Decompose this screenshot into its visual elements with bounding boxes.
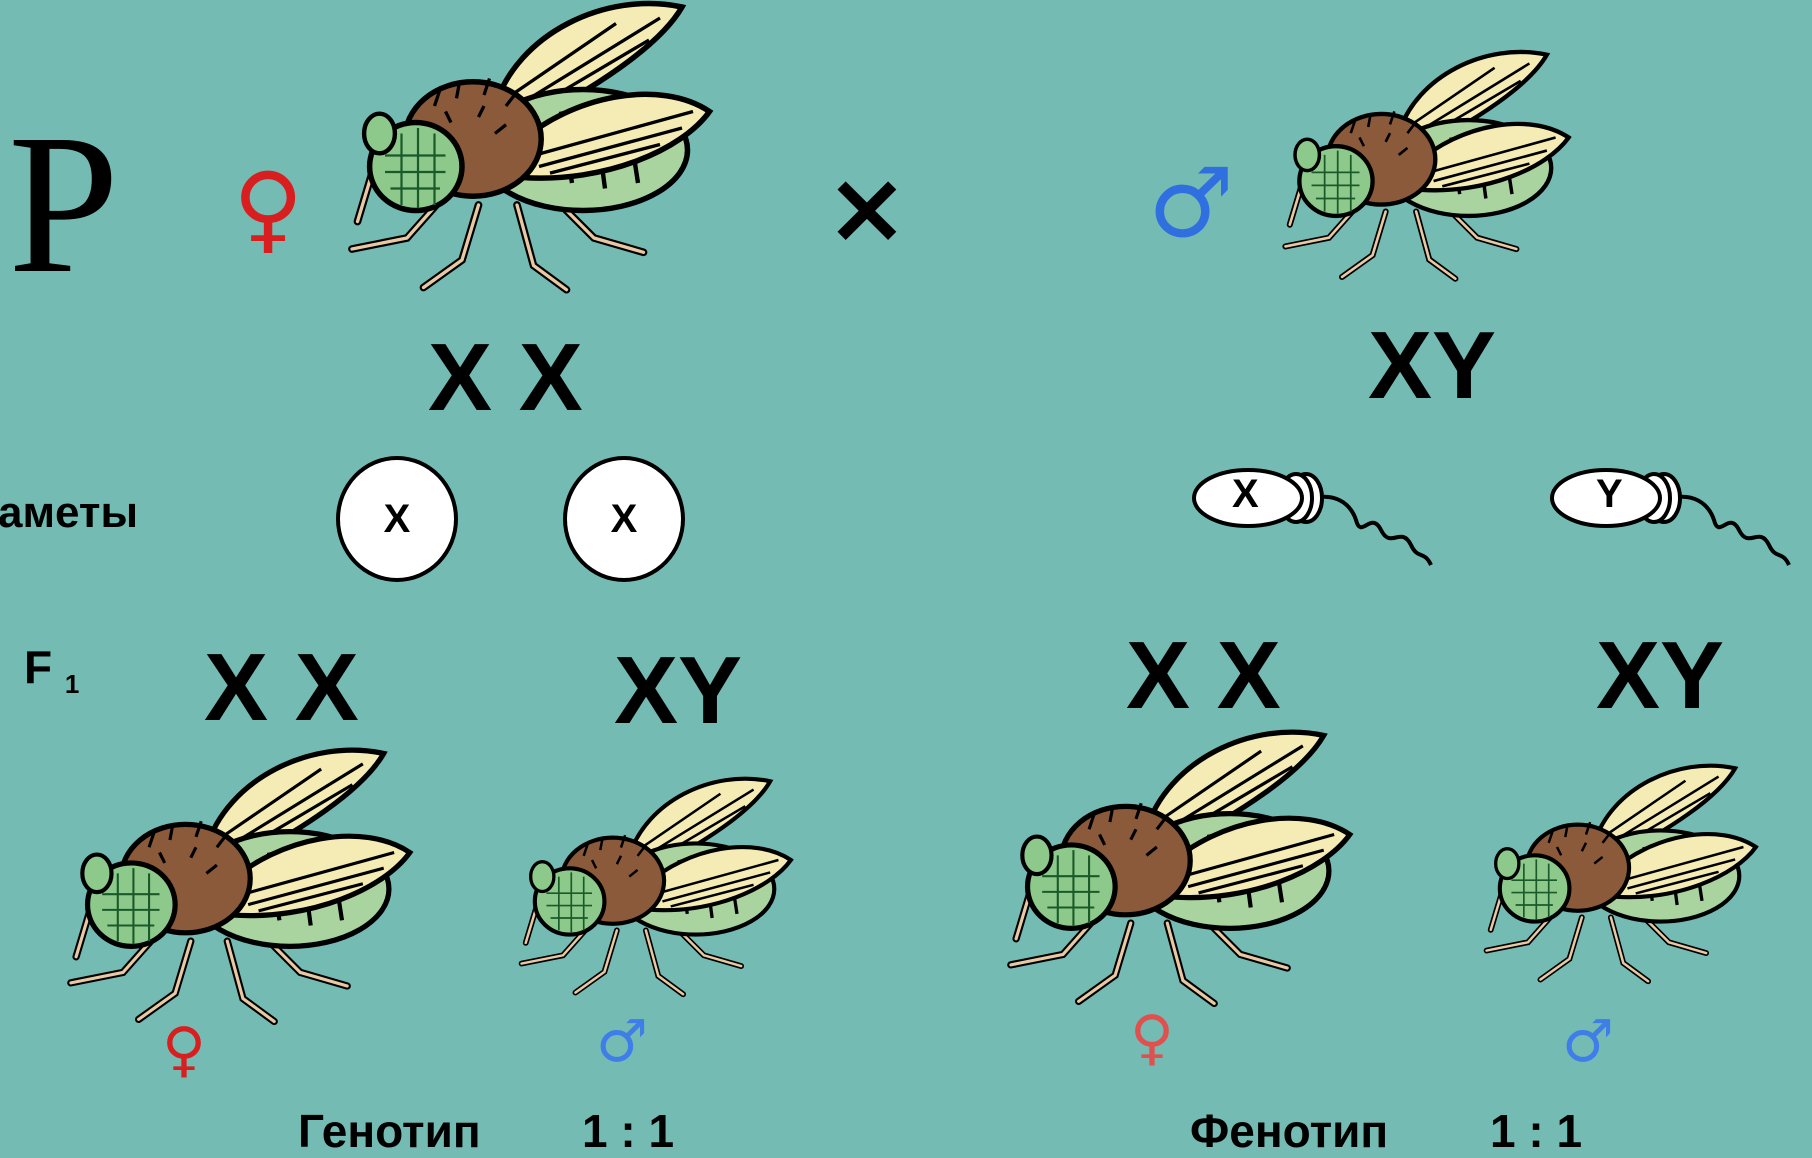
female-symbol-icon: ♀ [233, 160, 303, 256]
f1-label-sub: 1 [65, 669, 79, 699]
phenotype-label: Фенотип [1190, 1104, 1388, 1158]
f1-female-symbol-icon-1: ♀ [162, 1020, 206, 1080]
f1-right-female-genotype: X X [1126, 628, 1281, 724]
sperm-cell-x-label: X [1232, 472, 1259, 517]
f1-male-symbol-icon-1: ♂ [596, 1012, 648, 1070]
sperm-cell-y-label: Y [1596, 472, 1623, 517]
sperm-cell-y-icon [1554, 460, 1794, 570]
f1-generation-label: F 1 [24, 640, 79, 700]
f1-right-male-fly-icon [1470, 762, 1760, 990]
egg-cell-2-label: X [611, 497, 638, 542]
genotype-ratio: 1 : 1 [582, 1104, 674, 1158]
egg-cell-2: X [563, 456, 685, 582]
f1-left-female-fly-icon [50, 748, 415, 1030]
f1-male-symbol-icon-2: ♂ [1562, 1012, 1614, 1070]
f1-right-male-genotype: XY [1596, 628, 1724, 724]
f1-female-symbol-icon-2: ♀ [1130, 1008, 1174, 1068]
f1-label-main: F [24, 641, 52, 693]
parent-male-fly-icon [1268, 48, 1573, 288]
egg-cell-1: X [336, 456, 458, 582]
egg-cell-1-label: X [384, 497, 411, 542]
parent-female-genotype: X X [428, 330, 583, 426]
parent-generation-label: P [8, 105, 119, 305]
gametes-label: аметы [0, 488, 138, 538]
f1-right-female-fly-icon [990, 730, 1355, 1012]
parent-male-genotype: XY [1368, 318, 1496, 414]
cross-symbol: × [825, 158, 909, 258]
phenotype-ratio: 1 : 1 [1490, 1104, 1582, 1158]
male-symbol-icon: ♂ [1148, 155, 1234, 251]
f1-left-female-genotype: X X [204, 640, 359, 736]
genotype-label: Генотип [298, 1104, 481, 1158]
parent-female-fly-icon [330, 0, 715, 300]
f1-left-male-genotype: XY [614, 643, 742, 739]
f1-left-male-fly-icon [505, 775, 795, 1003]
